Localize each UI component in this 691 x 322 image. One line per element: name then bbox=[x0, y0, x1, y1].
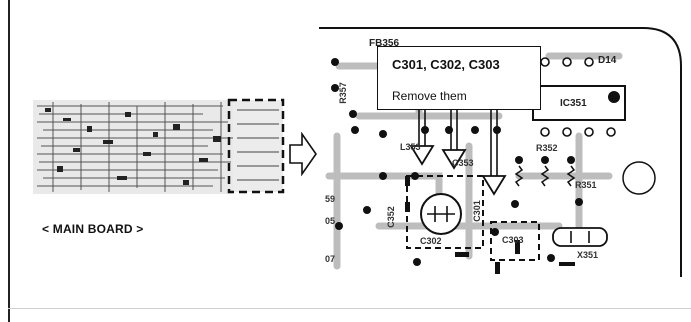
label-fb356: FB356 bbox=[369, 38, 400, 49]
left-border-line bbox=[8, 0, 10, 322]
label-c301: C301 bbox=[471, 200, 482, 222]
label-l353: L353 bbox=[400, 142, 421, 152]
bottom-border-line bbox=[8, 308, 691, 309]
label-c353: C353 bbox=[452, 158, 474, 168]
label-05: 05 bbox=[325, 216, 336, 226]
callout-box: C301, C302, C303 Remove them bbox=[377, 46, 541, 110]
label-c352: C352 bbox=[385, 206, 396, 228]
main-board-thumbnail bbox=[33, 98, 285, 194]
arrow-right-icon bbox=[289, 132, 317, 176]
label-c303: C303 bbox=[502, 235, 524, 245]
label-r352: R352 bbox=[536, 143, 558, 153]
label-07: 07 bbox=[325, 254, 336, 264]
callout-title: C301, C302, C303 bbox=[392, 57, 500, 72]
label-x351: X351 bbox=[577, 250, 599, 260]
label-ic351: IC351 bbox=[560, 98, 587, 109]
label-d14: D14 bbox=[598, 55, 617, 66]
callout-instruction: Remove them bbox=[392, 89, 467, 103]
label-59: 59 bbox=[325, 194, 336, 204]
label-c302: C302 bbox=[420, 236, 442, 246]
label-r357: R357 bbox=[337, 82, 348, 104]
main-board-label: < MAIN BOARD > bbox=[42, 222, 144, 236]
label-r351: R351 bbox=[575, 180, 597, 190]
